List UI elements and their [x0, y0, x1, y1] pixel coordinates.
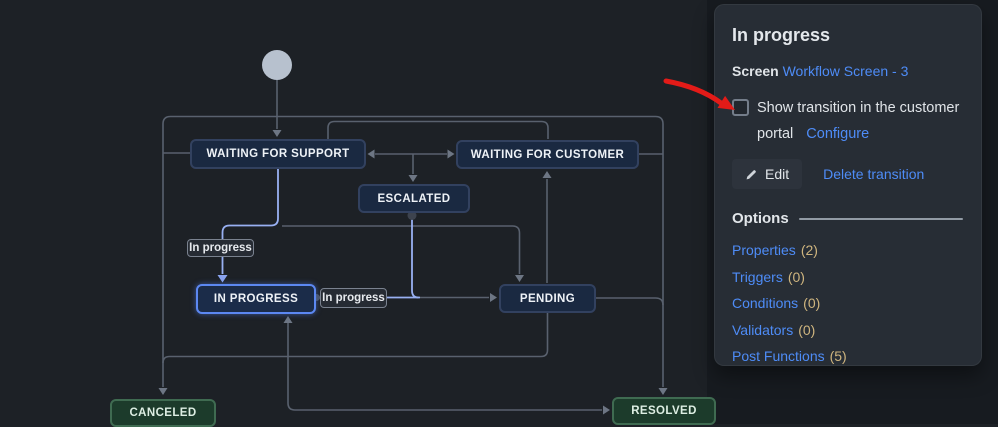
workflow-diagram-edges — [158, 80, 668, 415]
node-canceled[interactable]: CANCELED — [110, 399, 216, 427]
options-title: Options — [732, 210, 789, 227]
edge-support-to-inprogress-highlight — [221, 169, 279, 274]
list-item-properties: Properties(2) — [732, 242, 963, 258]
options-list: Properties(2) Triggers(0) Conditions(0) … — [732, 242, 963, 364]
edge-pending-to-right-rail — [596, 297, 664, 306]
node-waiting-for-support[interactable]: WAITING FOR SUPPORT — [190, 139, 366, 169]
delete-transition-link[interactable]: Delete transition — [823, 166, 925, 182]
edge-escalated-drop-highlight — [411, 217, 419, 299]
panel-title: In progress — [732, 25, 831, 45]
triggers-count: (0) — [787, 268, 805, 285]
edge-outer-loop — [162, 115, 664, 387]
list-item-validators: Validators(0) — [732, 322, 963, 338]
node-pending[interactable]: PENDING — [499, 284, 596, 313]
arrowheads — [158, 130, 668, 415]
edit-button[interactable]: Edit — [732, 159, 803, 189]
connection-dot — [407, 211, 417, 220]
validators-count: (0) — [798, 321, 816, 338]
options-header: Options — [732, 210, 963, 227]
post-functions-link[interactable]: Post Functions — [732, 348, 825, 364]
conditions-count: (0) — [803, 295, 821, 311]
transition-detail-panel: In progress Screen Workflow Screen - 3 S… — [714, 4, 982, 366]
pencil-icon — [746, 169, 756, 179]
list-item-triggers: Triggers(0) — [732, 269, 963, 285]
edit-button-label: Edit — [765, 166, 790, 182]
workflow-screen-link[interactable]: Workflow Screen - 3 — [782, 63, 909, 79]
node-escalated[interactable]: ESCALATED — [358, 184, 470, 213]
transition-label-in-progress[interactable]: In progress — [187, 239, 254, 257]
screen-label: Screen — [732, 63, 779, 79]
screen-row: Screen Workflow Screen - 3 — [732, 63, 963, 79]
list-item-post-functions: Post Functions(5) — [732, 348, 963, 364]
transition-label-in-progress[interactable]: In progress — [320, 288, 387, 308]
list-item-conditions: Conditions(0) — [732, 295, 963, 311]
node-waiting-for-customer[interactable]: WAITING FOR CUSTOMER — [456, 140, 639, 169]
conditions-link[interactable]: Conditions — [732, 295, 799, 311]
options-divider — [798, 217, 963, 220]
triggers-link[interactable]: Triggers — [732, 268, 783, 285]
edge-support-top-to-customer-top — [327, 120, 549, 139]
post-functions-count: (5) — [829, 348, 847, 364]
edge-pending-to-canceled — [162, 313, 549, 364]
show-transition-checkbox[interactable] — [732, 99, 749, 116]
show-transition-label-text: Show transition in the customer portal — [757, 100, 960, 142]
node-resolved[interactable]: RESOLVED — [612, 397, 716, 425]
node-in-progress[interactable]: IN PROGRESS — [196, 284, 316, 314]
validators-link[interactable]: Validators — [732, 321, 794, 338]
properties-count: (2) — [800, 242, 818, 258]
configure-link[interactable]: Configure — [806, 126, 870, 142]
panel-buttons-row: Edit Delete transition — [732, 159, 963, 189]
edge-mid-to-pending — [282, 225, 521, 274]
start-node-circle[interactable] — [262, 50, 292, 80]
properties-link[interactable]: Properties — [732, 242, 796, 258]
edge-bottom-to-resolved — [287, 323, 602, 411]
blue-arrowhead — [217, 275, 228, 283]
